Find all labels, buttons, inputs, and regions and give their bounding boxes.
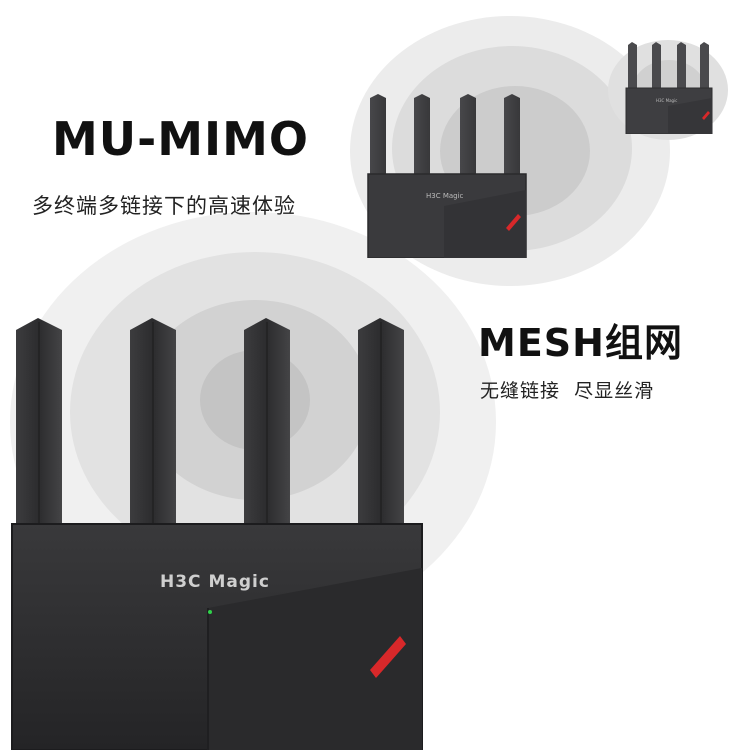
- mumimo-title: MU-MIMO: [52, 112, 309, 166]
- router-large-brand-logo: H3C Magic: [160, 572, 270, 592]
- router-antennas: [370, 94, 520, 178]
- mumimo-subtitle: 多终端多链接下的高速体验: [32, 194, 296, 218]
- router-antennas: [628, 42, 709, 92]
- router-large: H3C Magic: [8, 318, 428, 750]
- router-medium: H3C Magic: [366, 94, 530, 258]
- status-led: [208, 610, 212, 614]
- router-accent: [370, 636, 406, 678]
- router-medium-brand-logo: H3C Magic: [426, 192, 464, 200]
- mesh-subtitle: 无缝链接 尽显丝滑: [480, 380, 655, 402]
- router-small-brand-logo: H3C Magic: [656, 98, 678, 103]
- mesh-title: MESH组网: [478, 321, 683, 365]
- router-antennas: [16, 318, 404, 532]
- router-small: H3C Magic: [624, 42, 714, 134]
